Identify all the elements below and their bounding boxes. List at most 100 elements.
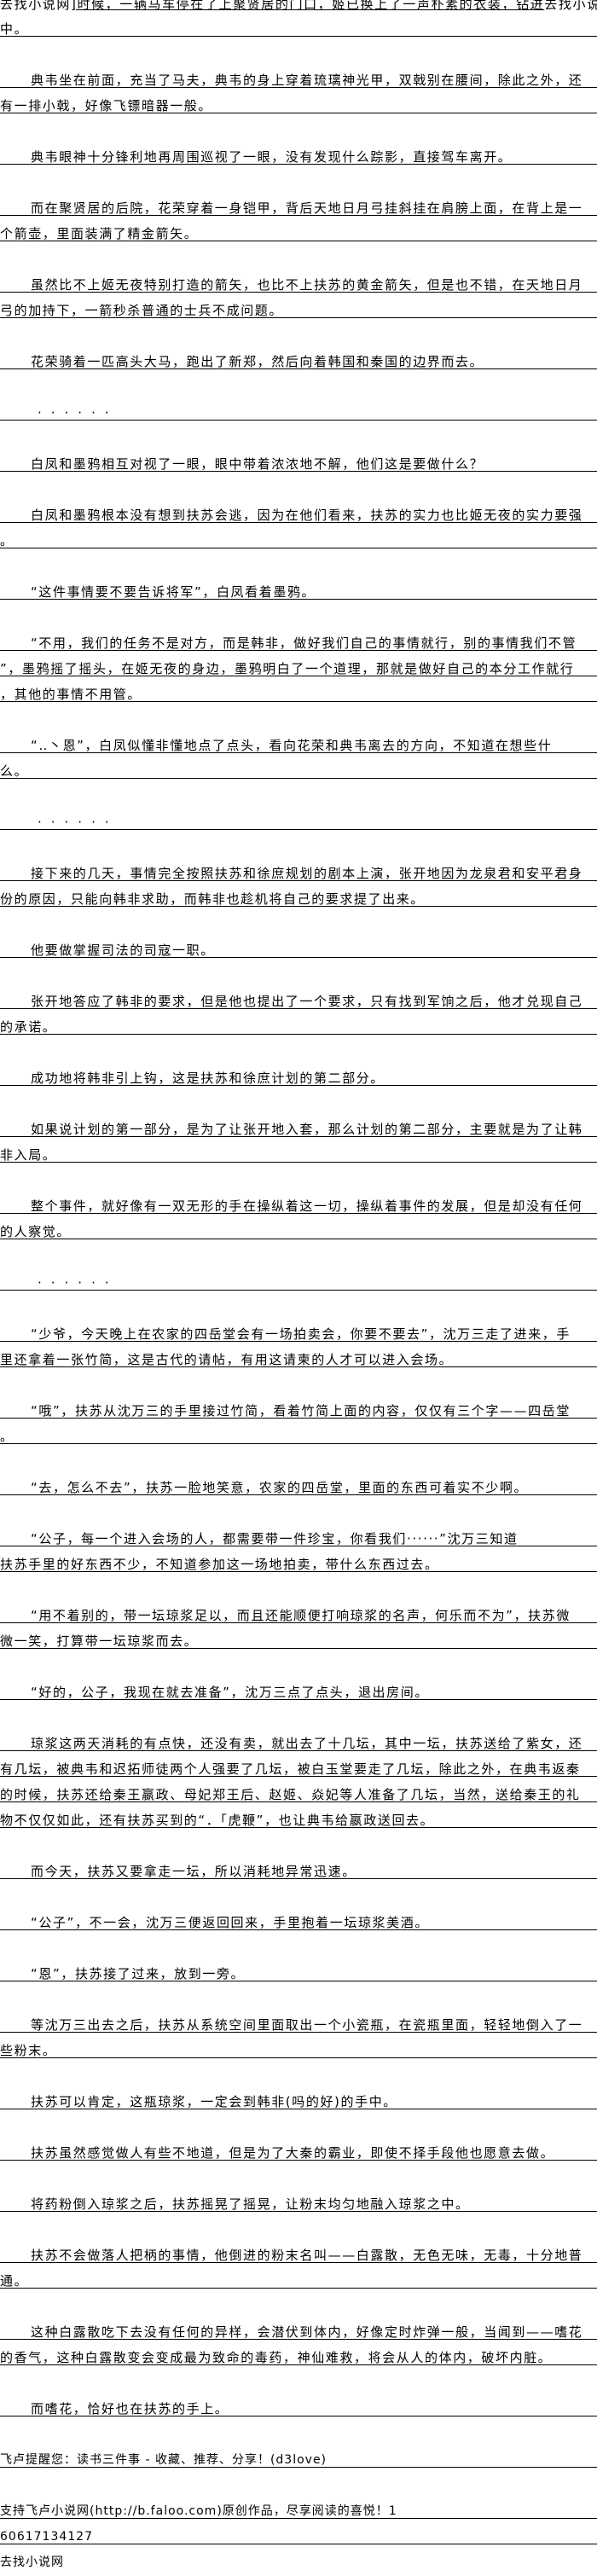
text-line: “恩”，扶苏接了过来，放到一旁。 (0, 1956, 597, 1981)
text-line: 个箭壶，里面装满了精金箭矢。 (0, 216, 597, 241)
paragraph: 张开地答应了韩非的要求，但是他也提出了一个要求，只有找到军饷之后，他才兑现自己的… (0, 983, 597, 1035)
paragraph: 成功地将韩非引上钩，这是扶苏和徐庶计划的第二部分。 (0, 1060, 597, 1086)
paragraph: 而嗜花，恰好也在扶苏的手上。 (0, 2391, 597, 2416)
paragraph: “这件事情要不要告诉将军”，白凤看着墨鸦。 (0, 574, 597, 600)
paragraph: 接下来的几天，事情完全按照扶苏和徐庶规划的剧本上演，张开地因为龙泉君和安平君身份… (0, 856, 597, 907)
text-line: ······ (0, 1265, 597, 1291)
text-line: ······ (0, 395, 597, 421)
text-line: 白凤和墨鸦根本没有想到扶苏会逃，因为在他们看来，扶苏的实力也比姬无夜的实力要强 (0, 497, 597, 523)
reminder-line: 飞卢提醒您：读书三件事 - 收藏、推荐、分享！(d3love) (0, 2442, 597, 2468)
watermark-right: 去找小说网 (544, 0, 597, 12)
support-id-line: 60617134127 (0, 2519, 597, 2544)
text-line: 份的原因，只能向韩非求助，而韩非也趁机将自己的要求提了出来。 (0, 881, 597, 907)
text-line: 而在聚贤居的后院，花荣穿着一身铠甲，背后天地日月弓挂斜挂在肩膀上面，在背上是一 (0, 190, 597, 216)
text-line: 中。 (0, 11, 597, 37)
text-line: “不用，我们的任务不是对方，而是韩非，做好我们自己的事情就行，别的事情我们不管 (0, 625, 597, 651)
text-line: 这种白露散吃下去没有任何的异样，会潜伏到体内，好像定时炸弹一般，当闻到——嗜花 (0, 2314, 597, 2340)
paragraph: 虽然比不上姬无夜特别打造的箭矢，也比不上扶苏的黄金箭矢，但是也不错，在天地日月弓… (0, 267, 597, 318)
paragraph: 去找小说网 ]时候，一辆马车停在了上聚贤居的门口，姬已换上了一声朴素的衣装，钻进… (0, 0, 597, 37)
text-line: “‥丶恩”，白凤似懂非懂地点了点头，看向花荣和典韦离去的方向，不知道在想些什 (0, 728, 597, 753)
text-line: 些粉末。 (0, 2033, 597, 2058)
paragraph: 白凤和墨鸦根本没有想到扶苏会逃，因为在他们看来，扶苏的实力也比姬无夜的实力要强。 (0, 497, 597, 548)
text-line: 去找小说网 ]时候，一辆马车停在了上聚贤居的门口，姬已换上了一声朴素的衣装，钻进… (0, 0, 597, 11)
ellipsis-separator: ······ (0, 1265, 597, 1291)
paragraph: 扶苏不会做落人把柄的事情，他倒进的粉末名叫——白露散，无色无味，无毒，十分地普通… (0, 2237, 597, 2289)
text-line: “少爷，今天晚上在农家的四岳堂会有一场拍卖会，你要不要去”，沈万三走了进来，手 (0, 1316, 597, 1342)
paragraph: “少爷，今天晚上在农家的四岳堂会有一场拍卖会，你要不要去”，沈万三走了进来，手里… (0, 1316, 597, 1367)
text-line: 典韦坐在前面，充当了马夫，典韦的身上穿着琉璃神光甲，双戟别在腰间，除此之外，还 (0, 62, 597, 88)
text-line: “好的，公子，我现在就去准备”，沈万三点了点头，退出房间。 (0, 1674, 597, 1700)
text-line: 。 (0, 523, 597, 548)
text-line: 而嗜花，恰好也在扶苏的手上。 (0, 2391, 597, 2416)
paragraph: “不用，我们的任务不是对方，而是韩非，做好我们自己的事情就行，别的事情我们不管”… (0, 625, 597, 702)
text-line: 接下来的几天，事情完全按照扶苏和徐庶规划的剧本上演，张开地因为龙泉君和安平君身 (0, 856, 597, 881)
text-line: “哦”，扶苏从沈万三的手里接过竹简，看着竹简上面的内容，仅仅有三个字——四岳堂 (0, 1393, 597, 1419)
paragraph: 扶苏虽然感觉做人有些不地道，但是为了大秦的霸业，即使不择手段他也愿意去做。 (0, 2135, 597, 2161)
paragraph: 白凤和墨鸦相互对视了一眼，眼中带着浓浓地不解，他们这是要做什么？ (0, 446, 597, 472)
text-line: 里还拿着一张竹简，这是古代的请帖，有用这请柬的人才可以进入会场。 (0, 1342, 597, 1367)
paragraph: “‥丶恩”，白凤似懂非懂地点了点头，看向花荣和典韦离去的方向，不知道在想些什么。 (0, 728, 597, 779)
paragraph: “公子，每一个进入会场的人，都需要带一件珍宝，你看我们······”沈万三知道扶… (0, 1521, 597, 1572)
text-line: 么。 (0, 753, 597, 779)
text-line: 张开地答应了韩非的要求，但是他也提出了一个要求，只有找到军饷之后，他才兑现自己 (0, 983, 597, 1009)
text-line: “公子，每一个进入会场的人，都需要带一件珍宝，你看我们······”沈万三知道 (0, 1521, 597, 1546)
watermark-left: 去找小说网 (0, 0, 72, 12)
paragraph: 而在聚贤居的后院，花荣穿着一身铠甲，背后天地日月弓挂斜挂在肩膀上面，在背上是一个… (0, 190, 597, 241)
ellipsis-separator: ······ (0, 395, 597, 421)
text-line: 的承诺。 (0, 1009, 597, 1035)
text-line: 他要做掌握司法的司寇一职。 (0, 932, 597, 958)
text-line: “用不着别的，带一坛琼浆足以，而且还能顺便打响琼浆的名声，何乐而不为”，扶苏微 (0, 1598, 597, 1623)
text-line: 通。 (0, 2263, 597, 2289)
text-line: 等沈万三出去之后，扶苏从系统空间里面取出一个小瓷瓶，在瓷瓶里面，轻轻地倒入了一 (0, 2007, 597, 2033)
text-line: 有一排小戟，好像飞镖暗器一般。 (0, 88, 597, 113)
text-line: 的时候，扶苏还给秦王嬴政、母妃郑王后、赵姬、焱妃等人准备了几坛，当然，送给秦王的… (0, 1777, 597, 1802)
text-line: 而今天，扶苏又要拿走一坛，所以消耗地异常迅速。 (0, 1854, 597, 1879)
text-line: 有几坛，被典韦和迟拓师徒两个人强要了几坛，被白玉堂要走了几坛，除此之外，在典韦返… (0, 1751, 597, 1777)
text-fragment: ]时候，一辆马车停在了上聚贤居的门口，姬已换上了一声朴素的衣装，钻进 (71, 0, 545, 12)
paragraph: “去，怎么不去”，扶苏一脸地笑意，农家的四岳堂，里面的东西可着实不少啊。 (0, 1470, 597, 1495)
text-line: “这件事情要不要告诉将军”，白凤看着墨鸦。 (0, 574, 597, 600)
paragraph: 他要做掌握司法的司寇一职。 (0, 932, 597, 958)
text-line: 的人察觉。 (0, 1214, 597, 1239)
paragraph: 琼浆这两天消耗的有点快，还没有卖，就出去了十几坛，其中一坛，扶苏送给了紫女，还有… (0, 1726, 597, 1828)
text-line: 将药粉倒入琼浆之后，扶苏摇晃了摇晃，让粉末均匀地融入琼浆之中。 (0, 2186, 597, 2212)
paragraph: “恩”，扶苏接了过来，放到一旁。 (0, 1956, 597, 1981)
text-line: 的香气，这种白露散变会变成最为致命的毒药，神仙难救，将会从人的体内，破坏内脏。 (0, 2340, 597, 2365)
paragraph: 典韦坐在前面，充当了马夫，典韦的身上穿着琉璃神光甲，双戟别在腰间，除此之外，还有… (0, 62, 597, 113)
text-line: 物不仅仅如此，还有扶苏买到的“．「虎鞭”，也让典韦给嬴政送回去。 (0, 1802, 597, 1828)
text-line: 如果说计划的第一部分，是为了让张开地入套，那么计划的第二部分，主要就是为了让韩 (0, 1111, 597, 1137)
paragraph: “用不着别的，带一坛琼浆足以，而且还能顺便打响琼浆的名声，何乐而不为”，扶苏微微… (0, 1598, 597, 1649)
paragraph: 典韦眼神十分锋利地再周围巡视了一眼，没有发现什么踪影，直接驾车离开。 (0, 139, 597, 165)
text-line: ”，墨鸦摇了摇头，在姬无夜的身边，墨鸦明白了一个道理，那就是做好自己的本分工作就… (0, 651, 597, 676)
text-line: 扶苏不会做落人把柄的事情，他倒进的粉末名叫——白露散，无色无味，无毒，十分地普 (0, 2237, 597, 2263)
text-line: 整个事件，就好像有一双无形的手在操纵着这一切，操纵着事件的发展，但是却没有任何 (0, 1188, 597, 1214)
ellipsis-separator: ······ (0, 804, 597, 830)
paragraph: 花荣骑着一匹高头大马，跑出了新郑，然后向着韩国和秦国的边界而去。 (0, 344, 597, 369)
text-line: 成功地将韩非引上钩，这是扶苏和徐庶计划的第二部分。 (0, 1060, 597, 1086)
text-line: 扶苏可以肯定，这瓶琼浆，一定会到韩非(吗的好)的手中。 (0, 2084, 597, 2109)
text-line: 虽然比不上姬无夜特别打造的箭矢，也比不上扶苏的黄金箭矢，但是也不错，在天地日月 (0, 267, 597, 293)
paragraph: “好的，公子，我现在就去准备”，沈万三点了点头，退出房间。 (0, 1674, 597, 1700)
paragraph: 等沈万三出去之后，扶苏从系统空间里面取出一个小瓷瓶，在瓷瓶里面，轻轻地倒入了一些… (0, 2007, 597, 2058)
text-line: “去，怎么不去”，扶苏一脸地笑意，农家的四岳堂，里面的东西可着实不少啊。 (0, 1470, 597, 1495)
paragraph: 而今天，扶苏又要拿走一坛，所以消耗地异常迅速。 (0, 1854, 597, 1879)
text-line: ······ (0, 804, 597, 830)
text-line: 花荣骑着一匹高头大马，跑出了新郑，然后向着韩国和秦国的边界而去。 (0, 344, 597, 369)
paragraph: 这种白露散吃下去没有任何的异样，会潜伏到体内，好像定时炸弹一般，当闻到——嗜花的… (0, 2314, 597, 2365)
paragraph: 如果说计划的第一部分，是为了让张开地入套，那么计划的第二部分，主要就是为了让韩非… (0, 1111, 597, 1163)
text-line: “公子”，不一会，沈万三便返回回来，手里抱着一坛琼浆美酒。 (0, 1905, 597, 1930)
paragraph: 扶苏可以肯定，这瓶琼浆，一定会到韩非(吗的好)的手中。 (0, 2084, 597, 2109)
text-line: 琼浆这两天消耗的有点快，还没有卖，就出去了十几坛，其中一坛，扶苏送给了紫女，还 (0, 1726, 597, 1751)
support-link-line[interactable]: 支持飞卢小说网(http://b.faloo.com)原创作品，尽享阅读的喜悦！… (0, 2493, 597, 2519)
paragraph: “哦”，扶苏从沈万三的手里接过竹简，看着竹简上面的内容，仅仅有三个字——四岳堂。 (0, 1393, 597, 1444)
text-line: 非入局。 (0, 1137, 597, 1163)
watermark-bottom: 去找小说网 (0, 2556, 64, 2569)
text-line: 扶苏虽然感觉做人有些不地道，但是为了大秦的霸业，即使不择手段他也愿意去做。 (0, 2135, 597, 2161)
paragraph-list: 典韦坐在前面，充当了马夫，典韦的身上穿着琉璃神光甲，双戟别在腰间，除此之外，还有… (0, 62, 597, 2416)
text-line: ，其他的事情不用管。 (0, 676, 597, 702)
text-line: 典韦眼神十分锋利地再周围巡视了一眼，没有发现什么踪影，直接驾车离开。 (0, 139, 597, 165)
text-line: 弓的加持下，一箭秒杀普通的士兵不成问题。 (0, 293, 597, 318)
paragraph: “公子”，不一会，沈万三便返回回来，手里抱着一坛琼浆美酒。 (0, 1905, 597, 1930)
paragraph: 将药粉倒入琼浆之后，扶苏摇晃了摇晃，让粉末均匀地融入琼浆之中。 (0, 2186, 597, 2212)
